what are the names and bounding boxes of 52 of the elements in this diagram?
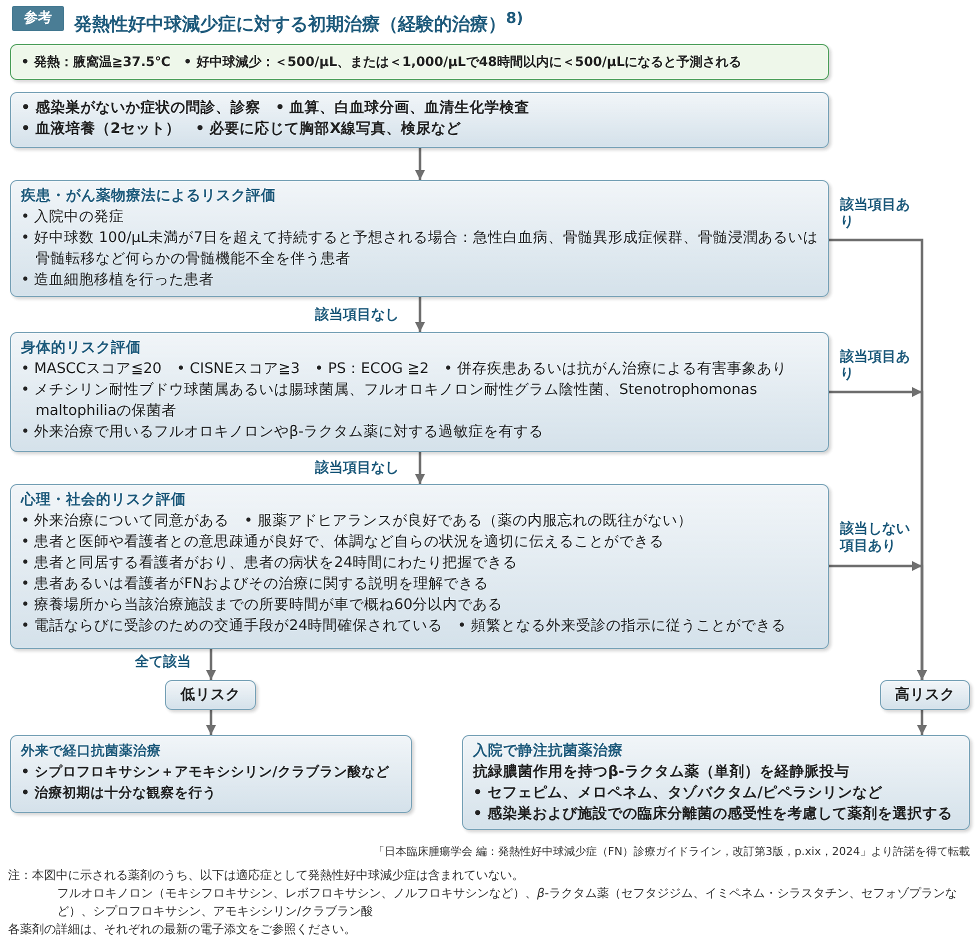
risk-label: 低リスク bbox=[180, 686, 240, 704]
edge-label: 該当項目なし bbox=[315, 307, 399, 324]
bullet-item: • セフェピム、メロペネム、タゾバクタム/ピペラシリンなど bbox=[473, 784, 884, 803]
process-box bbox=[462, 735, 970, 830]
bullet-item: • 患者と医師や看護者との意思疎通が良好で、体調など自らの状況を適切に伝えることができる bbox=[21, 532, 666, 552]
bullet-item: • シプロフロキサシン＋アモキシシリン/クラブラン酸など bbox=[21, 763, 390, 782]
bullet-item: • 感染巣がないか症状の問診、診察 • 血算、白血球分画、血清生化学検査 bbox=[21, 98, 531, 118]
box-heading: 外来で経口抗菌薬治療 bbox=[21, 742, 162, 761]
bullet-item: • メチシリン耐性ブドウ球菌属あるいは腸球菌属、フルオロキノロン耐性グラム陰性菌、Stenotrophomonas maltophiliaの保菌者 bbox=[21, 381, 758, 421]
source-note: 「日本臨床腫瘍学会 編：発熱性好中球減少症（FN）診療ガイドライン，改訂第3版，p.xix，2024」より許諾を得て転載 bbox=[372, 844, 970, 860]
arrow bbox=[415, 452, 425, 484]
body-text: 抗緑膿菌作用を持つβ-ラクタム薬（単剤）を経静脈投与 bbox=[473, 762, 850, 782]
bullet-item: • 好中球数 100/μL未満が7日を超えて持続すると予想される場合：急性白血病、骨髄異形成症候群、骨髄浸潤あるいは骨髄転移など何らかの骨髄機能不全を伴う患者 bbox=[21, 229, 818, 269]
box-heading: 入院で静注抗菌薬治療 bbox=[473, 742, 624, 761]
footnote: フルオロキノロン（モキシフロキサシン、レボフロキサシン、ノルフロキサシンなど）、β-ラクタム薬（セフタジジム、イミペネム・シラスタチン、セフォゾプランなど）、シプロフロキサシン、アモキシシリン/クラブラン酸 bbox=[57, 885, 957, 920]
edge-label: 該当項目なし bbox=[315, 460, 399, 477]
arrow bbox=[415, 297, 425, 332]
box-heading: 身体的リスク評価 bbox=[21, 338, 142, 358]
edge-label: 全て該当 bbox=[135, 654, 191, 671]
arrow bbox=[415, 148, 425, 180]
arrow bbox=[206, 649, 216, 680]
bullet-item: • 治療初期は十分な観察を行う bbox=[21, 784, 218, 803]
risk-label: 高リスク bbox=[895, 686, 955, 704]
bullet-item: • 造血細胞移植を行った患者 bbox=[21, 271, 216, 290]
bullet-item: • 電話ならびに受診のための交通手段が24時間確保されている • 頻繁となる外来受診の指示に従うことができる bbox=[21, 616, 787, 636]
box-heading: 疾患・がん薬物療法によるリスク評価 bbox=[21, 186, 277, 206]
risk-box bbox=[880, 680, 970, 710]
process-box bbox=[10, 735, 412, 813]
arrow bbox=[829, 564, 927, 680]
arrow bbox=[917, 710, 927, 735]
bullet-item: • 感染巣および施設での臨床分離菌の感受性を考慮して薬剤を選択する bbox=[473, 804, 954, 824]
bullet-item: • 発熱：腋窩温≧37.5℃ • 好中球減少：＜500/μL、または＜1,000/μLで48時間以内に＜500/μLになると予測される bbox=[21, 54, 743, 72]
footnote: 注：本図中に示される薬剤のうち、以下は適応症として発熱性好中球減少症は含まれていない。 bbox=[8, 867, 525, 884]
process-box bbox=[10, 180, 829, 297]
risk-box bbox=[165, 680, 256, 710]
box-heading: 心理・社会的リスク評価 bbox=[21, 490, 187, 510]
bullet-item: • 患者と同居する看護者がおり、患者の病状を24時間にわたり把握できる bbox=[21, 554, 519, 573]
bullet-item: • MASCCスコア≦20 • CISNEスコア≧3 • PS：ECOG ≧2 • 併存疾患あるいは抗がん治療による有害事象あり bbox=[21, 360, 788, 379]
bullet-item: • 入院中の発症 bbox=[21, 208, 126, 227]
process-box bbox=[10, 484, 829, 649]
bullet-item: • 療養場所から当該治療施設までの所要時間が車で概ね60分以内である bbox=[21, 596, 504, 615]
title: 発熱性好中球減少症に対する初期治療（経験的治療）$^{8)}$ bbox=[74, 8, 524, 37]
process-box bbox=[10, 332, 829, 452]
footnote: 各薬剤の詳細は、それぞれの最新の電子添文をご参照ください。 bbox=[8, 921, 357, 938]
arrow bbox=[206, 710, 216, 735]
bullet-item: • 外来治療で用いるフルオロキノロンやβ-ラクタム薬に対する過敏症を有する bbox=[21, 422, 545, 442]
bullet-item: • 血液培養（2セット） • 必要に応じて胸部X線写真、検尿など bbox=[21, 119, 462, 139]
criteria-box bbox=[10, 44, 829, 80]
section-badge: 参考 bbox=[12, 6, 64, 31]
bullet-item: • 外来治療について同意がある • 服薬アドヒアランスが良好である（薬の内服忘れの既往がない） bbox=[21, 512, 694, 531]
bullet-item: • 患者あるいは看護者がFNおよびその治療に関する説明を理解できる bbox=[21, 574, 490, 594]
process-box bbox=[10, 92, 829, 148]
